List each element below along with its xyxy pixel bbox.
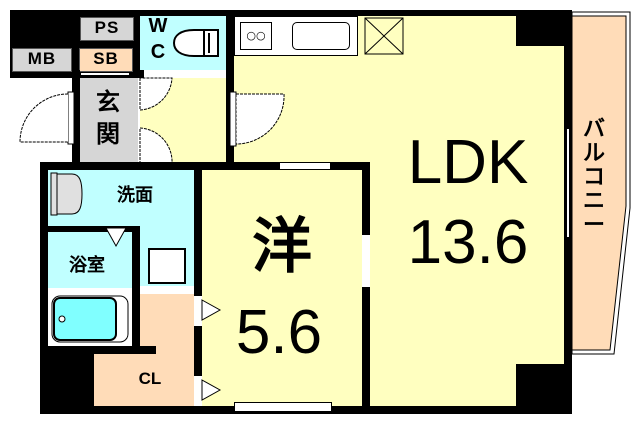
balcony-window[interactable] [566,128,570,238]
ldk-bottom-right-column [516,364,564,414]
bath-divider-wall [48,226,140,232]
ldk-door-icon[interactable] [228,90,288,150]
bath-right-wall [132,226,140,386]
ldk-size: 13.6 [407,208,529,277]
balcony-label: バルコニー [582,117,605,238]
western-size: 5.6 [235,298,323,367]
closet-door-upper-icon[interactable] [194,296,224,326]
ps-label: PS [80,17,134,41]
balcony-area [571,11,631,355]
mb-label: MB [12,48,72,72]
hall-doors-icon[interactable] [138,76,178,166]
western-door-sill [280,163,330,169]
bathroom-label: 浴室 [69,255,105,276]
western-label: 洋 [252,212,312,282]
entrance-label: 玄関 [96,88,120,148]
toilet-label-c: C [150,41,166,63]
hall-bottom-wall [40,162,370,170]
bathtub-icon [51,295,129,343]
ldk-label: LDK [407,128,529,197]
washroom-right-wall [194,162,202,410]
western-ldk-opening[interactable] [362,235,370,287]
ldk-top-right-column [516,16,564,46]
washing-machine-icon [148,248,186,284]
closet-lower [94,350,194,406]
washroom-label: 洗面 [117,185,153,206]
entrance-left-wall [72,70,80,170]
western-room [202,170,362,406]
sb-label: SB [79,48,133,72]
toilet-fixture-icon [172,29,219,57]
sink-icon [292,22,350,50]
bath-door-icon[interactable] [100,226,130,248]
western-window[interactable] [234,402,332,412]
entrance-area [80,78,138,162]
wc-right-wall [226,10,234,170]
closet-label: CL [138,369,162,388]
toilet-label-w: W [148,15,168,37]
top-wall [10,10,570,16]
front-door-icon[interactable] [14,90,78,150]
stove-icon: ○○ [240,22,272,50]
closet-bottom-left-block [48,346,94,406]
closet-door-lower-icon[interactable] [194,376,224,406]
refrigerator-space-icon [364,17,404,55]
washbasin-icon [50,172,83,216]
sb-door-sill [80,72,130,76]
closet-ledge [94,346,156,354]
wet-area-left-wall [40,162,48,414]
